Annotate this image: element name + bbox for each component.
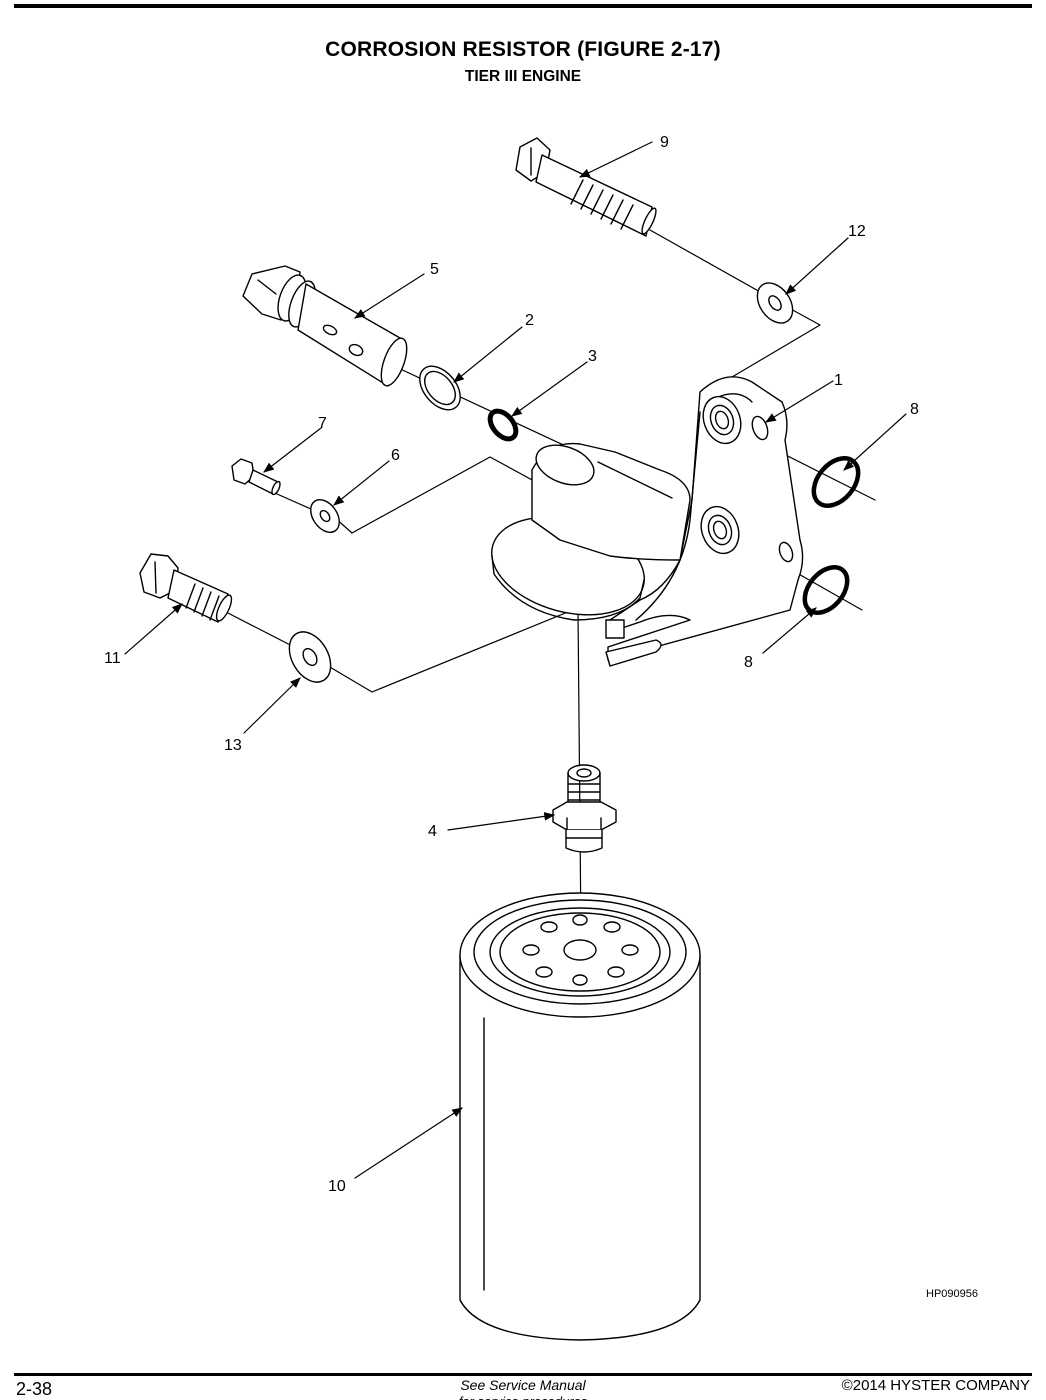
bottom-rule: [14, 1373, 1032, 1376]
callout-4: 4: [428, 823, 437, 840]
part-6-washer: [310, 499, 340, 533]
callout-12: 12: [848, 223, 866, 240]
callout-6: 6: [391, 447, 400, 464]
callout-11: 11: [104, 650, 121, 667]
callout-13: 13: [224, 737, 242, 754]
footer-service-note: See Service Manual: [460, 1377, 586, 1393]
part-3-o-ring: [487, 408, 519, 442]
page-number: 2-38: [16, 1379, 53, 1399]
part-13-washer: [288, 631, 332, 683]
part-12-washer: [756, 282, 794, 324]
part-4-fitting: [552, 764, 617, 853]
part-2-washer: [419, 365, 461, 411]
callout-10: 10: [328, 1178, 346, 1195]
leader-lines: [124, 141, 907, 1179]
part-5-valve-plug: [242, 265, 408, 387]
callout-3: 3: [588, 348, 597, 365]
footer-copyright: ©2014 HYSTER COMPANY: [841, 1377, 1030, 1394]
callout-9: 9: [660, 134, 669, 151]
part-1-filter-head: [491, 376, 804, 667]
callout-2: 2: [525, 312, 534, 329]
figure-id: HP090956: [926, 1288, 978, 1300]
part-11-bolt: [139, 553, 233, 623]
part-10-filter: [459, 892, 701, 1341]
callout-7: 7: [318, 415, 327, 432]
callout-labels: 9 12 5 2 3 1 8 7 6 8 11 13 4 10: [104, 134, 919, 1195]
part-9-bolt: [515, 137, 657, 237]
page-title: CORROSION RESISTOR (FIGURE 2-17): [325, 38, 721, 61]
callout-1: 1: [834, 372, 843, 389]
callout-5: 5: [430, 261, 439, 278]
callout-8-bottom: 8: [744, 654, 753, 671]
part-7-screw: [231, 458, 281, 496]
footer-service-note-2: for service procedures: [0, 1394, 1046, 1400]
part-8-o-rings: [802, 456, 861, 615]
top-rule: [14, 4, 1032, 8]
callout-8-top: 8: [910, 401, 919, 418]
page-subtitle: TIER III ENGINE: [464, 68, 582, 85]
